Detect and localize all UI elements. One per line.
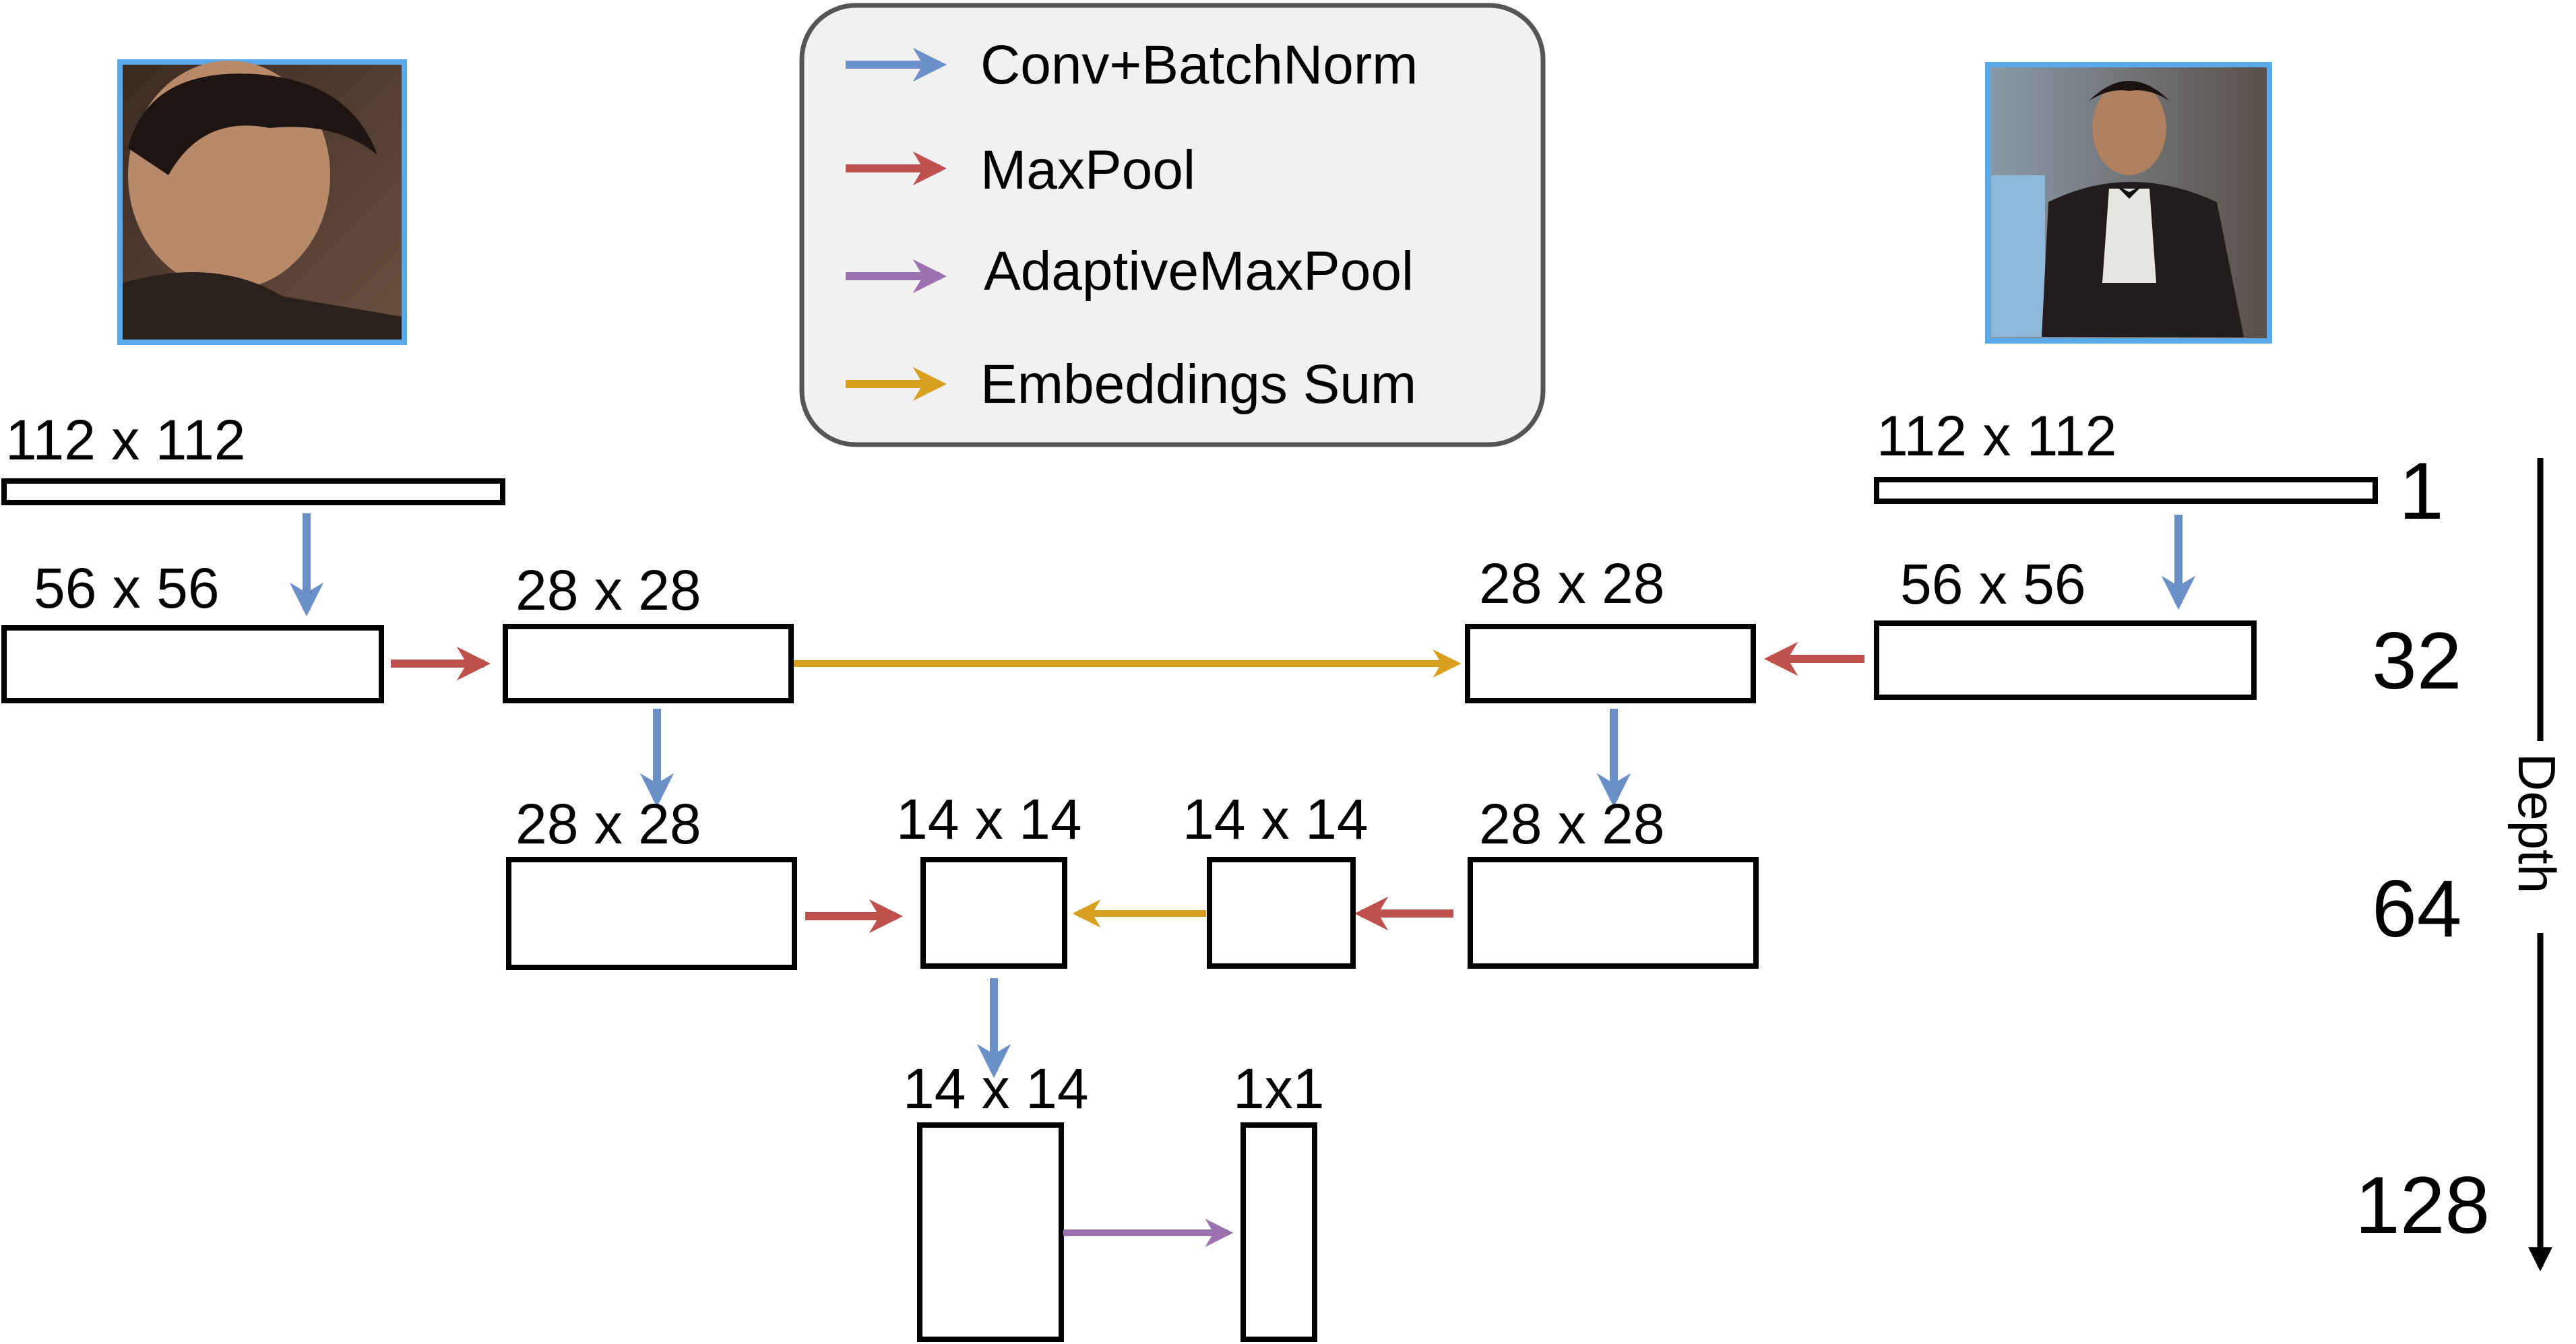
left-branch: 112 x 112 56 x 56 28 x 28 28 x 28 (1, 408, 904, 970)
output-size: 1x1 (1233, 1057, 1324, 1120)
legend-label-maxpool: MaxPool (980, 139, 1195, 201)
left-conv2-size: 28 x 28 (515, 792, 701, 856)
output-block (1240, 1122, 1317, 1342)
depth-level-128: 128 (2355, 1160, 2490, 1250)
depth-axis-title: Depth (2507, 753, 2567, 893)
background-figure (1991, 175, 2045, 337)
right-conv2-block (1468, 857, 1759, 969)
right-pool1-block (1465, 624, 1756, 703)
depth-axis: Depth 1 32 64 128 (2355, 446, 2567, 1272)
left-conv1-size: 56 x 56 (34, 556, 220, 620)
merge-conv3-size: 14 x 14 (903, 1057, 1089, 1120)
legend-label-conv: Conv+BatchNorm (980, 34, 1418, 96)
hair-shape (128, 73, 377, 175)
left-pool1-size: 28 x 28 (515, 558, 701, 622)
legend: Conv+BatchNorm MaxPool AdaptiveMaxPool E… (799, 3, 1546, 447)
right-conv2-size: 28 x 28 (1479, 792, 1665, 856)
right-conv1-size: 56 x 56 (1900, 552, 2086, 616)
hair-shape-right (2089, 81, 2170, 101)
right-pool2-size: 14 x 14 (1183, 788, 1369, 851)
coat-shape (123, 272, 402, 340)
merge-sum-block (920, 857, 1067, 969)
merge-sum-size: 14 x 14 (896, 788, 1082, 851)
right-input-size: 112 x 112 (1877, 404, 2117, 468)
left-conv2-block (506, 857, 797, 970)
right-branch: 112 x 112 56 x 56 28 x 28 28 x 28 14 x 1… (1183, 404, 2378, 969)
legend-label-sum: Embeddings Sum (980, 354, 1416, 415)
depth-level-1: 1 (2399, 446, 2444, 536)
bowtie-shape (2116, 185, 2143, 199)
left-conv1-block (1, 625, 384, 703)
head-shape (2092, 81, 2166, 175)
left-input-size: 112 x 112 (5, 408, 246, 472)
right-input-block (1874, 477, 2378, 504)
right-photo (1985, 62, 2272, 344)
legend-label-adaptive: AdaptiveMaxPool (984, 241, 1414, 302)
left-photo (117, 59, 407, 345)
depth-level-32: 32 (2372, 616, 2461, 706)
right-conv1-block (1874, 620, 2257, 700)
left-input-block (1, 478, 505, 505)
right-pool2-block (1207, 857, 1356, 969)
shirt-shape (2102, 189, 2156, 283)
depth-level-64: 64 (2372, 864, 2461, 954)
merged-tail: 14 x 14 14 x 14 1x1 (896, 788, 1324, 1342)
left-pool1-block (503, 624, 794, 703)
right-pool1-size: 28 x 28 (1479, 552, 1665, 615)
merge-conv3-block (917, 1122, 1064, 1342)
